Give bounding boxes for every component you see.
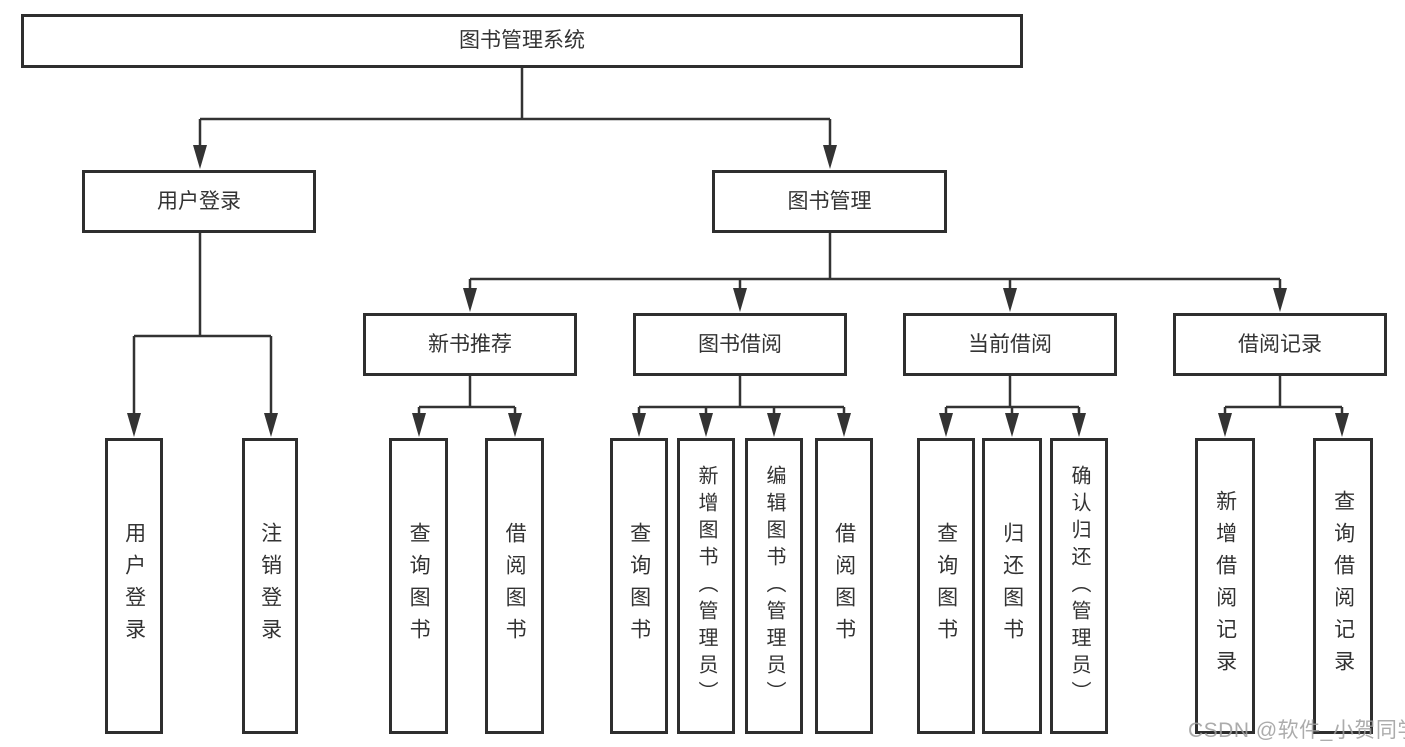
node-bb-borrow-books: 借阅图书 (815, 438, 873, 734)
node-book-borrow: 图书借阅 (633, 313, 847, 376)
node-borrow-records: 借阅记录 (1173, 313, 1387, 376)
node-cb-return-books: 归还图书 (982, 438, 1042, 734)
node-root: 图书管理系统 (21, 14, 1023, 68)
node-current-borrow: 当前借阅 (903, 313, 1117, 376)
node-user-login: 用户登录 (105, 438, 163, 734)
node-bb-edit-books: 编辑图书（管理员） (745, 438, 803, 734)
node-bb-add-books: 新增图书（管理员） (677, 438, 735, 734)
node-nb-borrow-books: 借阅图书 (485, 438, 544, 734)
node-nb-query-books: 查询图书 (389, 438, 448, 734)
node-br-query-record: 查询借阅记录 (1313, 438, 1373, 734)
node-logout: 注销登录 (242, 438, 298, 734)
node-user-login-branch: 用户登录 (82, 170, 316, 233)
node-cb-confirm-return: 确认归还（管理员） (1050, 438, 1108, 734)
arrowheads (127, 145, 1349, 437)
node-br-add-record: 新增借阅记录 (1195, 438, 1255, 734)
node-bb-query-books: 查询图书 (610, 438, 668, 734)
watermark: CSDN @软件_小贺同学 (1188, 719, 1405, 742)
node-book-mgmt-branch: 图书管理 (712, 170, 947, 233)
node-cb-query-books: 查询图书 (917, 438, 975, 734)
node-new-book-rec: 新书推荐 (363, 313, 577, 376)
